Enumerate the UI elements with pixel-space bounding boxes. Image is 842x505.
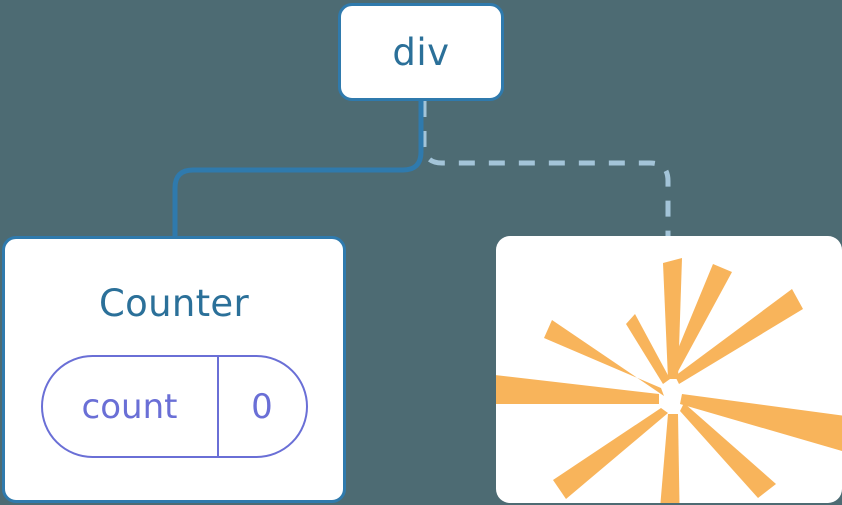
burst-ray-3 xyxy=(544,320,664,396)
node-div-label: div xyxy=(392,30,450,74)
state-key-label: count xyxy=(81,386,178,427)
burst-ray-10 xyxy=(668,264,732,377)
burst-sparkle-icon xyxy=(496,258,842,503)
node-counter[interactable]: Counter count 0 xyxy=(2,236,346,503)
burst-ray-6 xyxy=(660,414,680,503)
burst-ray-8 xyxy=(680,394,842,451)
burst-ray-1 xyxy=(663,258,682,379)
state-value-label: 0 xyxy=(251,386,273,427)
burst-ray-9 xyxy=(675,289,803,384)
burst-ray-5 xyxy=(553,408,668,499)
edge-div-to-burst xyxy=(421,101,671,236)
burst-ray-4 xyxy=(496,375,659,404)
burst-ray-2 xyxy=(626,314,670,384)
burst-ray-7 xyxy=(680,403,776,498)
state-pill-divider xyxy=(216,357,219,456)
burst-rays xyxy=(496,258,842,503)
edge-div-to-counter xyxy=(172,101,424,236)
state-pill-count[interactable]: count 0 xyxy=(40,355,308,458)
node-div[interactable]: div xyxy=(338,3,504,101)
node-counter-label: Counter xyxy=(99,282,249,325)
node-burst[interactable] xyxy=(496,236,842,503)
